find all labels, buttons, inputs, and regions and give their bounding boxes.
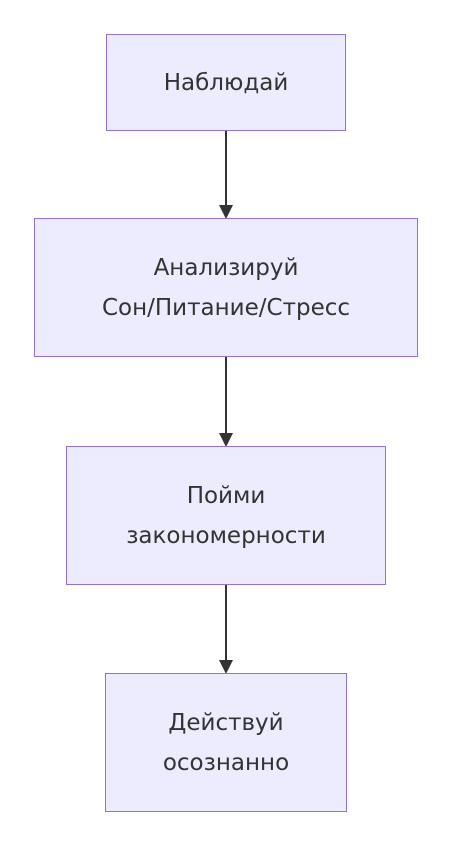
node-act-label-line2: осознанно: [162, 749, 290, 776]
node-act-label-line1: Действуй: [168, 709, 284, 736]
node-understand: Пойми закономерности: [66, 446, 386, 585]
node-understand-label-line1: Пойми: [186, 482, 266, 509]
node-observe: Наблюдай: [106, 34, 346, 131]
node-understand-label-line2: закономерности: [126, 522, 326, 549]
node-analyze-label-line2: Сон/Питание/Стресс: [101, 294, 351, 321]
node-analyze-label-line1: Анализируй: [153, 254, 299, 281]
node-act: Действуй осознанно: [105, 673, 347, 812]
node-analyze: Анализируй Сон/Питание/Стресс: [34, 218, 418, 357]
node-observe-label: Наблюдай: [163, 69, 289, 96]
